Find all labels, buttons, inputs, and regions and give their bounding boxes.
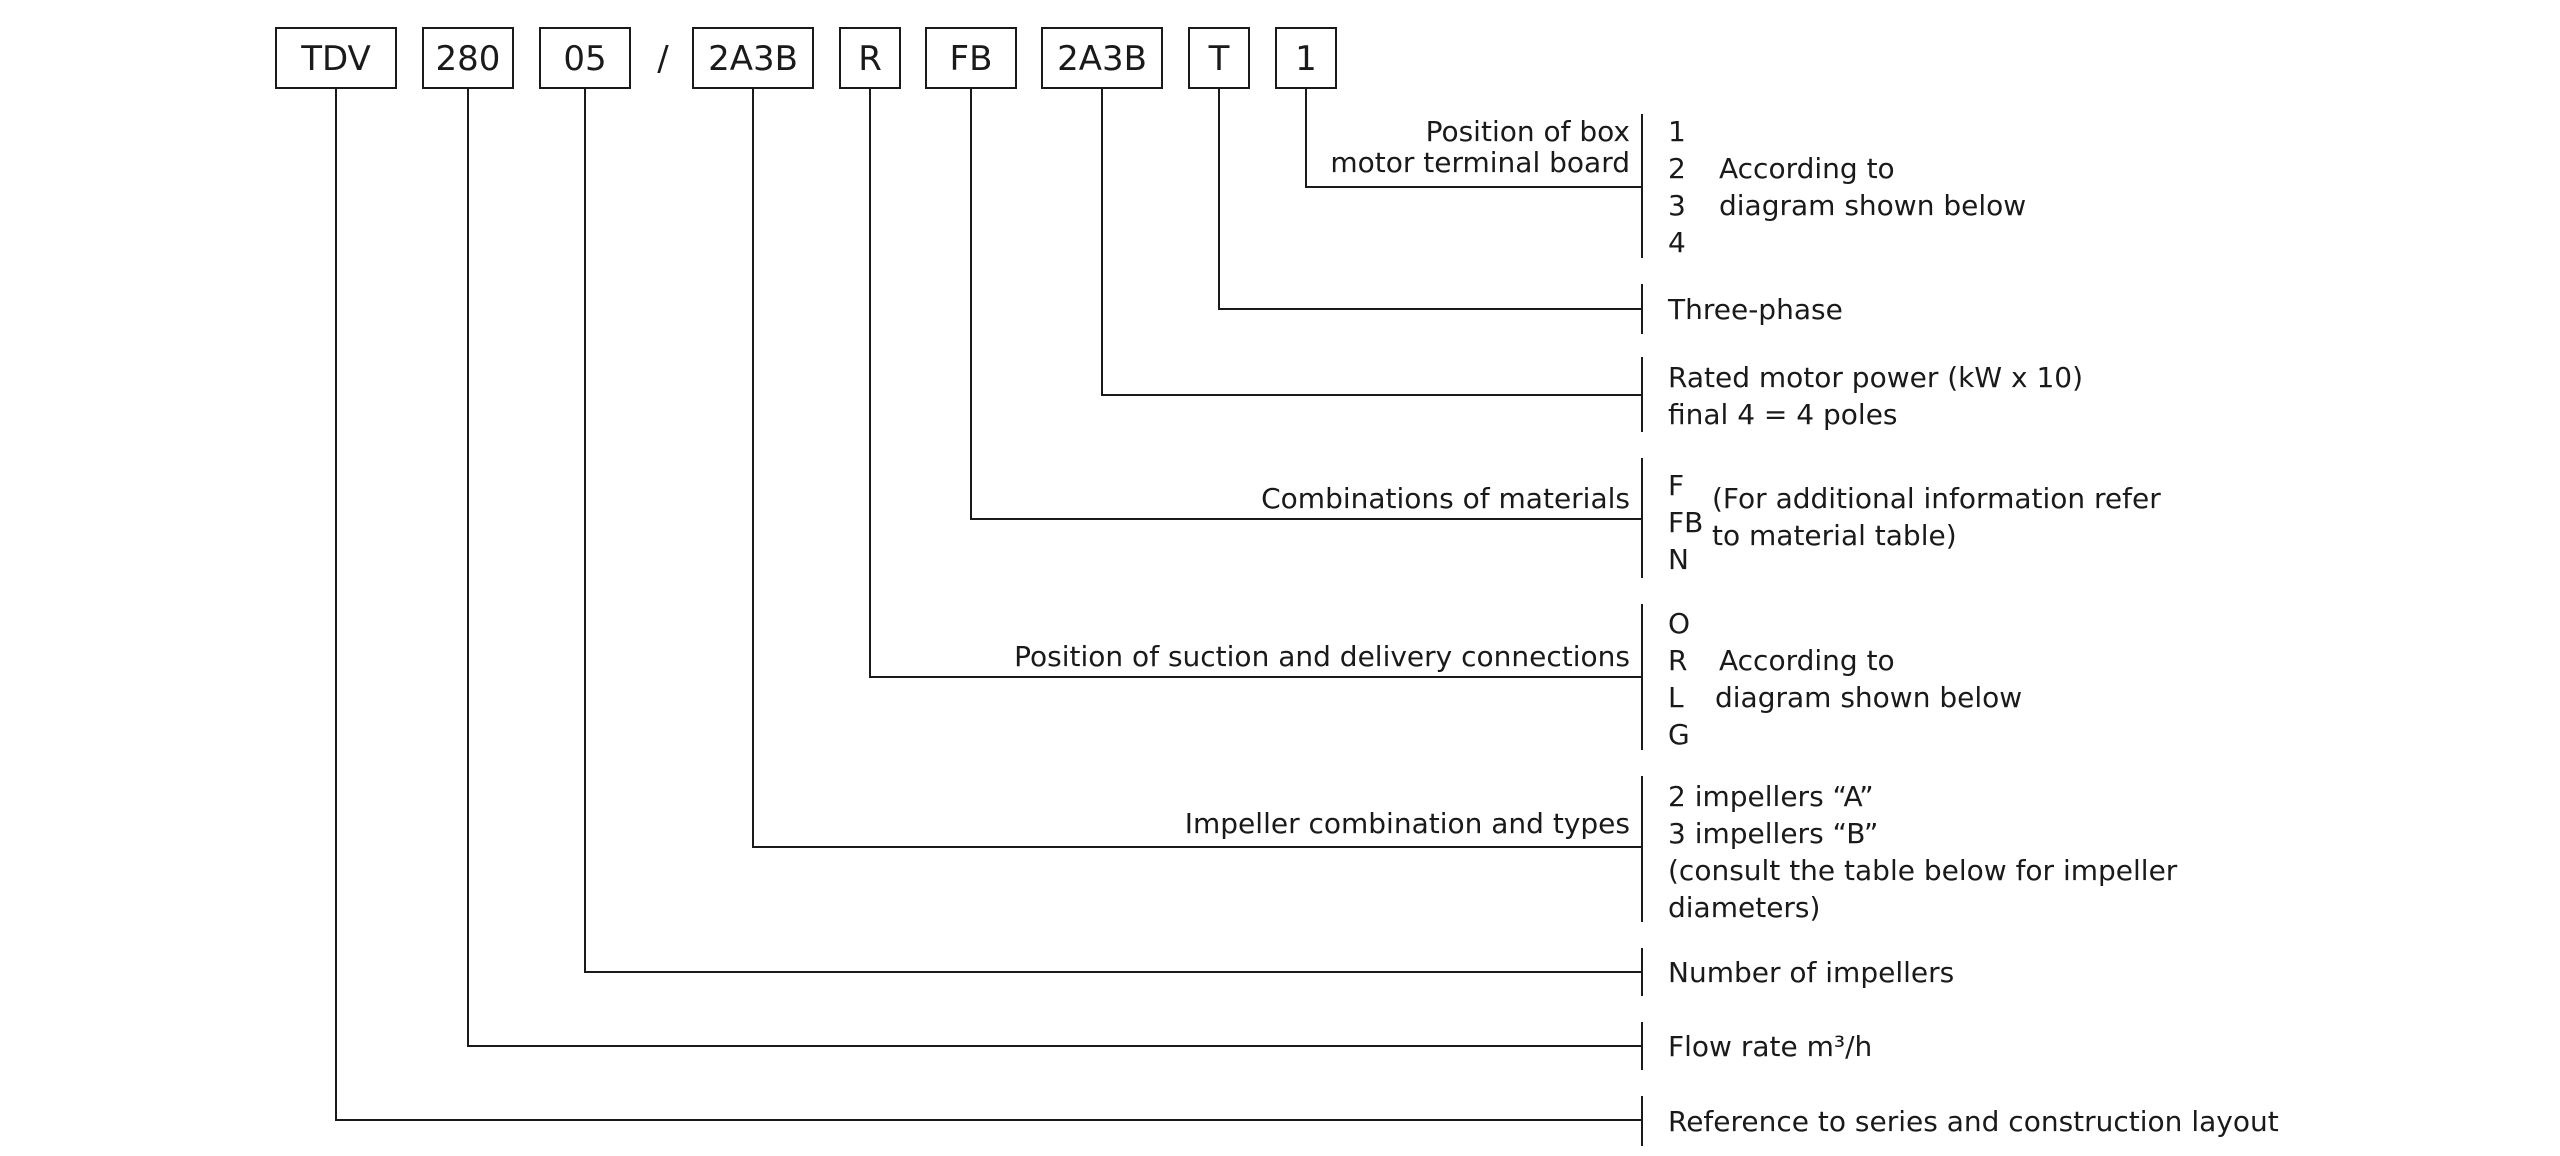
connections-option-g: G <box>1668 718 1690 751</box>
leader-line-phase <box>1218 88 1642 310</box>
terminal-option-3: 3 <box>1668 189 1686 222</box>
desc-flow-rate: Flow rate m³/h <box>1668 1030 1872 1063</box>
desc-terminal-position: Position of box motor terminal board 1 2… <box>1330 115 2026 259</box>
connections-label: Position of suction and delivery connect… <box>1014 640 1630 673</box>
materials-option-fb: FB <box>1668 506 1703 539</box>
code-impeller-types: 2A3B <box>708 39 798 79</box>
leader-line-terminal <box>1305 88 1642 188</box>
terminal-label-line-2: motor terminal board <box>1330 146 1630 179</box>
code-phase: T <box>1208 39 1230 79</box>
terminal-note-line-1: According to <box>1719 152 1895 185</box>
desc-motor-power: Rated motor power (kW x 10) final 4 = 4 … <box>1668 361 2083 431</box>
leader-line-series <box>335 88 1642 1121</box>
terminal-option-4: 4 <box>1668 226 1686 259</box>
desc-impeller-count: Number of impellers <box>1668 956 1954 989</box>
materials-option-f: F <box>1668 469 1684 502</box>
leader-line-connections <box>869 88 1642 678</box>
code-box-impeller-count: 05 <box>539 27 631 89</box>
terminal-option-1: 1 <box>1668 115 1686 148</box>
connections-note-line-2: diagram shown below <box>1715 681 2022 714</box>
code-box-flow-rate: 280 <box>422 27 514 89</box>
code-motor-power: 2A3B <box>1057 39 1147 79</box>
code-box-motor-power: 2A3B <box>1041 27 1163 89</box>
materials-note-line-1: (For additional information refer <box>1712 482 2161 515</box>
code-box-terminal-position: 1 <box>1275 27 1337 89</box>
impellers-label: Impeller combination and types <box>1185 807 1630 840</box>
leader-line-impeller-count <box>584 88 1642 973</box>
code-box-phase: T <box>1188 27 1250 89</box>
leader-line-flow-rate <box>467 88 1642 1047</box>
code-materials: FB <box>950 39 993 79</box>
leader-line-materials <box>970 88 1642 520</box>
code-separator: / <box>657 39 669 79</box>
connections-option-l: L <box>1668 681 1684 714</box>
terminal-label-line-1: Position of box <box>1426 115 1630 148</box>
desc-series: Reference to series and construction lay… <box>1668 1105 2279 1138</box>
terminal-note-line-2: diagram shown below <box>1719 189 2026 222</box>
desc-connections: Position of suction and delivery connect… <box>1014 607 2022 751</box>
code-series: TDV <box>300 39 371 79</box>
impellers-line-4: diameters) <box>1668 891 1820 924</box>
materials-label: Combinations of materials <box>1261 482 1630 515</box>
code-impeller-count: 05 <box>563 39 606 79</box>
impellers-line-2: 3 impellers “B” <box>1668 817 1878 850</box>
leader-line-power <box>1101 88 1642 396</box>
materials-note-line-2: to material table) <box>1712 519 1957 552</box>
connections-note-line-1: According to <box>1719 644 1895 677</box>
code-box-impeller-types: 2A3B <box>692 27 814 89</box>
terminal-option-2: 2 <box>1668 152 1686 185</box>
code-box-series: TDV <box>275 27 397 89</box>
desc-impeller-types: Impeller combination and types 2 impelle… <box>1185 780 2178 924</box>
desc-materials: Combinations of materials F FB N (For ad… <box>1261 469 2161 576</box>
code-box-connections: R <box>839 27 901 89</box>
materials-option-n: N <box>1668 543 1689 576</box>
leader-line-impeller-types <box>752 88 1642 848</box>
connections-option-o: O <box>1668 607 1690 640</box>
impellers-line-1: 2 impellers “A” <box>1668 780 1874 813</box>
code-connections: R <box>858 39 882 79</box>
code-flow-rate: 280 <box>436 39 501 79</box>
code-box-materials: FB <box>925 27 1017 89</box>
code-terminal-position: 1 <box>1295 39 1317 79</box>
impellers-line-3: (consult the table below for impeller <box>1668 854 2178 887</box>
connections-option-r: R <box>1668 644 1687 677</box>
power-line-1: Rated motor power (kW x 10) <box>1668 361 2083 394</box>
power-line-2: final 4 = 4 poles <box>1668 398 1898 431</box>
desc-phase: Three-phase <box>1667 293 1843 326</box>
